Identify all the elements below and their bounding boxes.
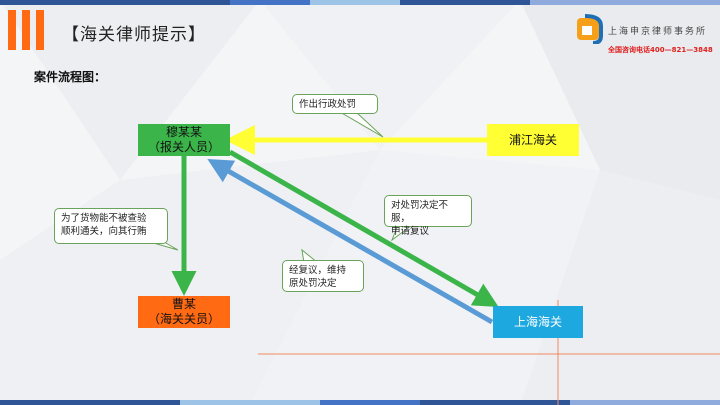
arrow-uphold: [207, 159, 494, 325]
callout-bribe: 为了货物能不被查验 顺利通关，向其行贿: [54, 208, 168, 244]
node-cao: 曹某 （海关关员）: [138, 296, 230, 328]
top-color-strip: [0, 0, 720, 5]
page-title: 【海关律师提示】: [62, 25, 206, 45]
callout-uphold: 经复议，维持 原处罚决定: [282, 260, 364, 292]
callout-tail-penalty: [338, 111, 384, 138]
firm-logo: 上海申京律师事务所 全国咨询电话400—821—3848: [575, 14, 715, 56]
node-pujiang: 浦江海关: [487, 124, 579, 156]
section-title: 案件流程图：: [34, 70, 107, 84]
firm-name: 上海申京律师事务所: [608, 27, 708, 37]
node-mou: 穆某某 （报关人员）: [138, 124, 230, 156]
bottom-color-strip: [0, 400, 720, 405]
node-shanghai: 上海海关: [493, 306, 583, 338]
firm-phone: 全国咨询电话400—821—3848: [608, 46, 713, 54]
firm-logo-icon: [577, 14, 603, 44]
arrow-appeal: [228, 149, 499, 307]
callout-penalty: 作出行政处罚: [292, 94, 378, 114]
callout-appeal: 对处罚决定不服， 申请复议: [384, 195, 472, 237]
